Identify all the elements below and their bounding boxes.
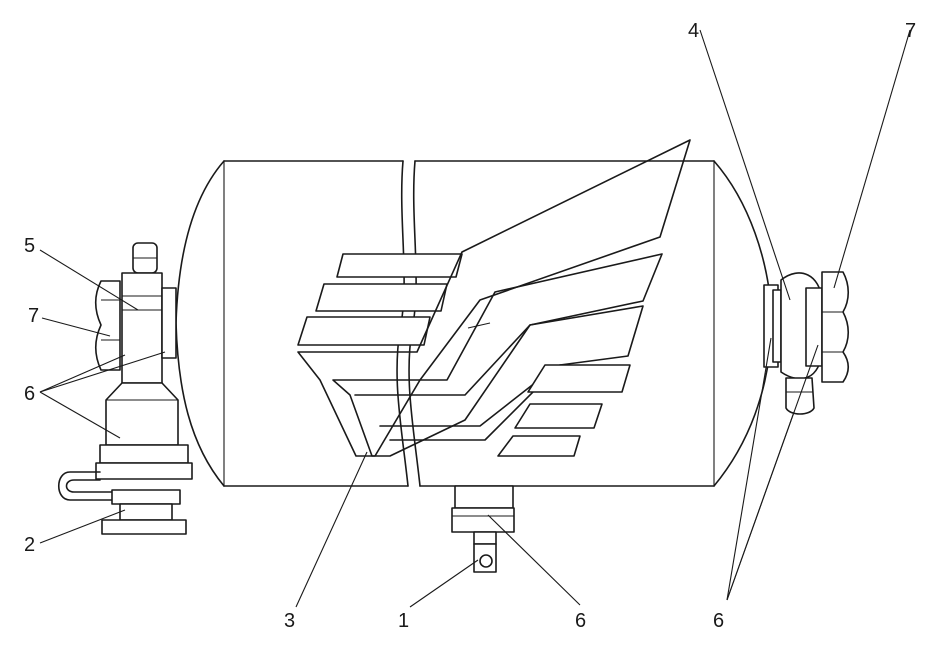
callout-labels: 5 7 6 2 3 1 6 6 4 7 (24, 20, 916, 632)
bottom-drain-assembly (451, 485, 515, 573)
label-6-right: 6 (713, 610, 724, 632)
label-5: 5 (24, 235, 35, 257)
label-6-bottom: 6 (575, 610, 586, 632)
tank-body (175, 160, 773, 487)
label-2: 2 (24, 534, 35, 556)
left-fitting-assembly (57, 242, 193, 535)
label-7-left: 7 (28, 305, 39, 327)
right-fitting-assembly (763, 271, 850, 415)
label-1: 1 (398, 610, 409, 632)
wing-emblem (297, 139, 691, 457)
label-3: 3 (284, 610, 295, 632)
label-4: 4 (688, 20, 699, 42)
leader-lines (39, 29, 911, 608)
label-7-right: 7 (905, 20, 916, 42)
label-6-left: 6 (24, 383, 35, 405)
